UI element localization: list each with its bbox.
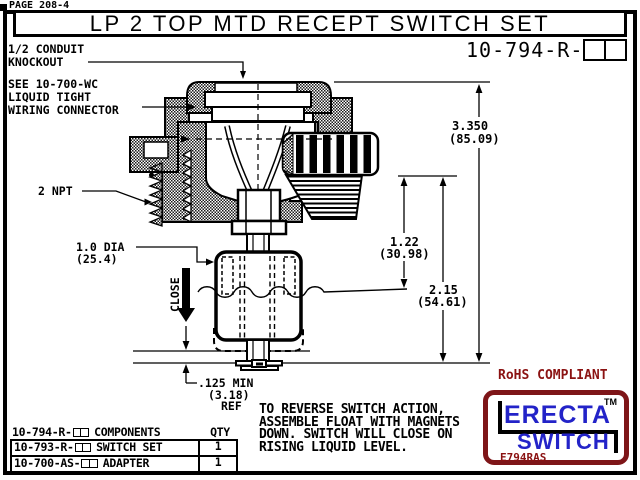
suffix-box: [88, 459, 98, 468]
reverse-action-note: TO REVERSE SWITCH ACTION, ASSEMBLE FLOAT…: [259, 402, 460, 455]
leader-arrowheads: [144, 71, 246, 266]
row-qty: 1: [198, 456, 236, 471]
stem-bottom-and-clip: [235, 339, 283, 371]
npt-label: 2 NPT: [38, 184, 73, 198]
header-qty: QTY: [210, 425, 230, 439]
wiring-connector-label: LIQUID TIGHT: [8, 90, 91, 104]
liquid-level-line: [197, 286, 408, 298]
float-diameter-label: (25.4): [76, 252, 118, 266]
male-threads: [284, 174, 364, 220]
note-line: ASSEMBLE FLOAT WITH MAGNETS: [259, 414, 460, 430]
note-line: DOWN. SWITCH WILL CLOSE ON: [259, 427, 453, 442]
liquid-level-dim: (30.98): [379, 247, 430, 261]
dimension-labels: 3.350 (85.09) 1.22 (30.98) 2.15 (54.61): [379, 119, 500, 309]
float: [213, 250, 304, 352]
logo-part-code: E794RAS: [500, 451, 547, 464]
logo-brand-bottom: SWITCH: [517, 429, 610, 454]
centerline-arrowhead: [181, 135, 190, 143]
close-direction-arrow: [177, 268, 195, 322]
row-qty: 1: [198, 440, 236, 455]
leader-lines: [82, 61, 244, 263]
switch-wires: [224, 125, 291, 196]
liquid-level-dim: 1.22: [390, 235, 419, 249]
table-row: 10-793-R- SWITCH SET 1: [12, 440, 236, 455]
trademark-symbol: TM: [604, 397, 617, 407]
knurled-locknut: [281, 131, 380, 177]
row-part-number: 10-700-AS-: [14, 456, 81, 470]
page-title: LP 2 TOP MTD RECEPT SWITCH SET: [89, 11, 551, 36]
float-diameter-label: 1.0 DIA: [76, 240, 125, 254]
header-part-number: 10-794-R-: [12, 425, 72, 439]
stem-assembly: [230, 188, 288, 254]
logo-line: [614, 430, 618, 453]
float-bottom-dim: (54.61): [417, 295, 468, 309]
title-bar: LP 2 TOP MTD RECEPT SWITCH SET: [13, 10, 627, 37]
centerlines: [196, 84, 332, 224]
note-line: TO REVERSE SWITCH ACTION,: [259, 402, 445, 417]
float-bottom-dim: 2.15: [429, 283, 458, 297]
corner-mark: [0, 4, 7, 11]
min-clearance-label: .125 MIN: [198, 376, 253, 390]
conduit-knockout-label: 1/2 CONDUIT: [8, 42, 84, 56]
min-clearance-label: (3.18): [208, 388, 250, 402]
part-number-text: 10-794-R-: [466, 38, 584, 62]
table-row: 10-700-AS- ADAPTER 1: [12, 455, 236, 471]
part-number-header: 10-794-R-: [466, 38, 628, 62]
components-table: 10-794-R- COMPONENTS QTY 10-793-R- SWITCH …: [10, 426, 238, 473]
float-stem-channel: [239, 256, 276, 338]
logo-line: [498, 430, 617, 434]
row-part-number: 10-793-R-: [14, 440, 74, 454]
conduit-knockout-label: KNOCKOUT: [8, 55, 63, 69]
part-number-suffix-box: [604, 39, 628, 61]
header-description: COMPONENTS: [94, 425, 161, 439]
wiring-connector-label: WIRING CONNECTOR: [8, 103, 119, 117]
row-description: SWITCH SET: [96, 440, 163, 454]
components-table-header: 10-794-R- COMPONENTS QTY: [10, 426, 238, 439]
callout-labels: 1/2 CONDUIT KNOCKOUT SEE 10-700-WC LIQUI…: [8, 42, 253, 413]
min-clearance-label: REF: [221, 399, 242, 413]
components-table-body: 10-793-R- SWITCH SET 1 10-700-AS- ADAPTER …: [10, 439, 238, 473]
conduit-knockout-area: [214, 82, 298, 93]
row-description: ADAPTER: [102, 456, 150, 470]
rohs-compliant-label: RoHS COMPLIANT: [498, 368, 608, 383]
page-number-label: PAGE 208-4: [9, 0, 70, 11]
suffix-box: [80, 428, 90, 437]
suffix-box: [82, 443, 92, 452]
dimension-arrowheads: [182, 84, 483, 373]
logo-brand-top: ERECTA: [504, 401, 611, 429]
note-line: RISING LIQUID LEVEL.: [259, 439, 408, 455]
erecta-switch-logo: ERECTA SWITCH TM E794RAS: [483, 390, 629, 465]
overall-height-dim: (85.09): [449, 132, 500, 146]
overall-height-dim: 3.350: [452, 119, 488, 133]
wiring-connector-label: SEE 10-700-WC: [8, 77, 98, 91]
close-label: CLOSE: [168, 277, 182, 312]
logo-line: [498, 401, 502, 432]
